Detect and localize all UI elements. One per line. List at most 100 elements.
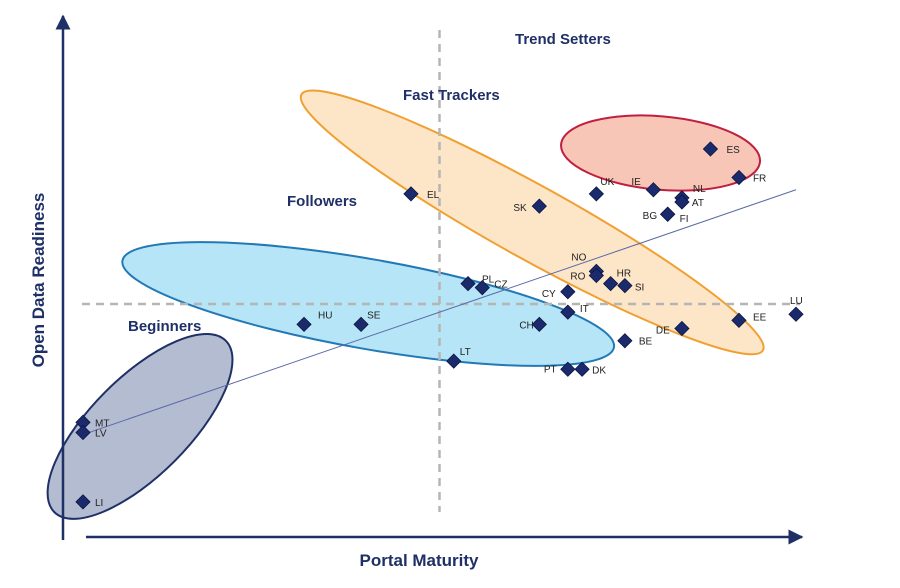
data-point-pl: PL [460, 275, 495, 292]
data-point-ee: EE [731, 312, 767, 328]
trend-line [82, 189, 797, 436]
diamond-marker [296, 316, 312, 333]
data-point-at: AT [674, 194, 704, 210]
diamond-marker [460, 275, 476, 292]
point-label: LU [790, 296, 803, 307]
data-point-lt: LT [446, 347, 471, 369]
diamond-marker [645, 182, 662, 198]
data-point-hr: HR [602, 269, 631, 292]
data-point-ro: RO [570, 267, 604, 284]
data-point-fr: FR [731, 169, 766, 186]
data-point-fi: FI [660, 206, 689, 225]
data-point-be: BE [617, 333, 653, 349]
cluster-label-trend-setters: Trend Setters [515, 31, 611, 48]
diamond-marker [403, 186, 419, 202]
point-label: LT [460, 347, 471, 358]
point-label: SE [367, 310, 381, 321]
point-label: EL [427, 190, 440, 201]
data-point-de: DE [656, 320, 690, 337]
data-point-li: LI [75, 494, 103, 510]
cluster-label-fast-trackers: Fast Trackers [403, 87, 500, 104]
point-label: IE [631, 177, 641, 188]
point-label: SK [513, 203, 527, 214]
diamond-marker [531, 198, 547, 214]
quadrant-dividers [82, 30, 800, 512]
diamond-marker [353, 316, 369, 333]
point-label: NO [571, 252, 586, 263]
cluster-labels-layer: Beginners Followers Fast Trackers Trend Set… [128, 31, 611, 335]
point-label: DK [592, 365, 606, 376]
point-label: LI [95, 498, 103, 509]
point-label: AT [692, 198, 704, 209]
diamond-marker [674, 320, 690, 337]
data-point-el: EL [403, 186, 440, 202]
data-point-lv: LV [75, 424, 107, 441]
point-label: CY [542, 289, 556, 300]
diamond-marker [617, 278, 633, 294]
data-point-mt: MT [75, 414, 109, 430]
diamond-marker [731, 312, 747, 328]
point-label: LV [95, 429, 107, 440]
data-point-cy: CY [542, 284, 576, 300]
diamond-marker [560, 361, 576, 377]
data-point-hu: HU [296, 310, 332, 333]
data-point-si: SI [617, 278, 644, 294]
data-point-sk: SK [513, 198, 547, 214]
point-label: PL [482, 275, 495, 286]
y-axis-label: Open Data Readiness [29, 193, 48, 368]
diamond-marker [588, 186, 604, 202]
point-label: HR [617, 269, 631, 280]
diamond-marker [75, 494, 91, 510]
point-label: FR [753, 174, 766, 185]
point-label: EE [753, 312, 767, 323]
point-label: ES [726, 145, 740, 156]
data-point-cz: CZ [474, 280, 508, 296]
data-point-se: SE [353, 310, 381, 333]
point-label: BE [639, 337, 653, 348]
point-label: BG [643, 211, 658, 222]
data-point-it: IT [560, 304, 589, 320]
point-label: CH [519, 320, 533, 331]
diamond-marker [702, 141, 719, 157]
cluster-fast-trackers [299, 89, 765, 356]
diamond-marker [446, 353, 462, 369]
data-point-uk: UK [588, 177, 615, 202]
diamond-marker [588, 267, 604, 284]
diamond-marker [560, 284, 576, 300]
point-label: RO [570, 271, 585, 282]
x-axis-label: Portal Maturity [359, 551, 479, 570]
point-label: MT [95, 418, 109, 429]
cluster-label-beginners: Beginners [128, 318, 201, 335]
data-point-es: ES [702, 141, 740, 157]
point-label: FI [680, 214, 689, 225]
point-label: CZ [494, 280, 507, 291]
diamond-marker [674, 194, 690, 210]
data-point-dk: DK [574, 361, 606, 377]
point-label: HU [318, 310, 332, 321]
point-label: SI [635, 283, 644, 294]
diamond-marker [660, 206, 676, 222]
diamond-marker [731, 169, 747, 186]
point-label: IT [580, 304, 589, 315]
diamond-marker [602, 275, 619, 292]
diamond-marker [75, 424, 91, 441]
clusters-layer [46, 89, 765, 520]
cluster-label-followers: Followers [287, 193, 357, 210]
diamond-marker [560, 304, 576, 320]
data-point-ch: CH [519, 316, 547, 333]
data-point-lu: LU [788, 296, 804, 322]
diamond-marker [75, 414, 91, 430]
point-label: NL [693, 184, 706, 195]
data-point-ie: IE [631, 177, 662, 198]
point-label: PT [544, 364, 557, 375]
diamond-marker [574, 361, 590, 377]
diamond-marker [474, 280, 490, 296]
diamond-marker [531, 316, 547, 333]
data-point-pt: PT [544, 361, 576, 377]
diamond-marker [788, 306, 804, 322]
diamond-marker [617, 333, 633, 349]
cluster-beginners [46, 332, 234, 520]
point-label: UK [600, 177, 614, 188]
